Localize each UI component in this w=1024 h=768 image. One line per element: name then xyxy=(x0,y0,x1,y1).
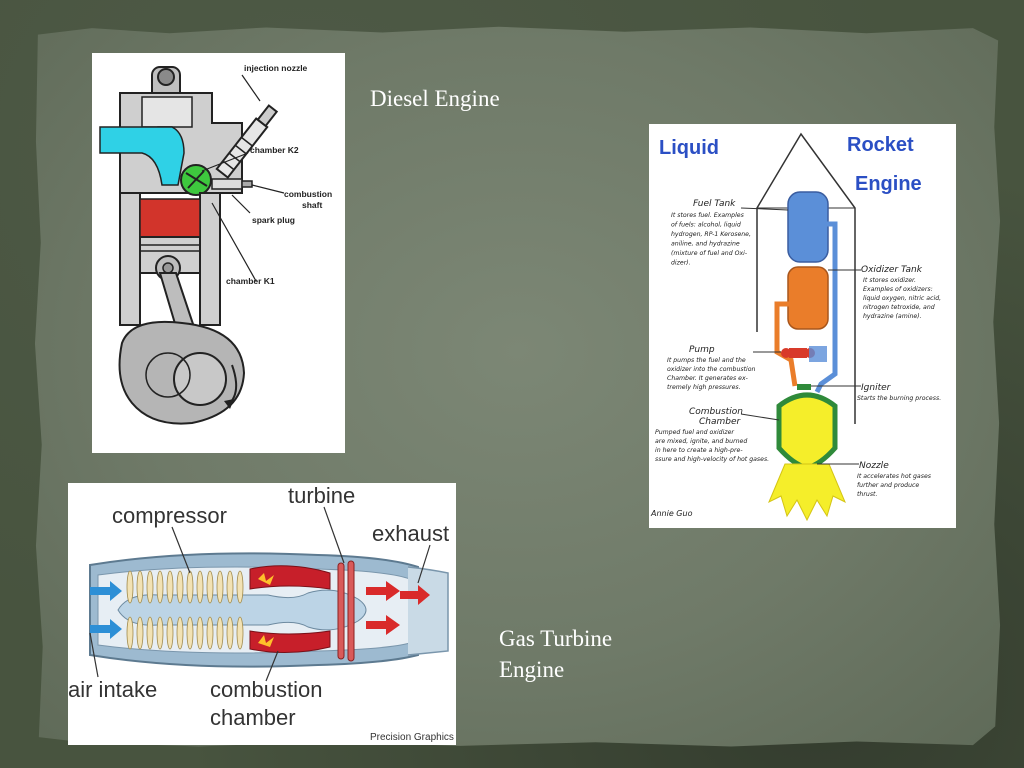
compressor-blade xyxy=(136,570,144,604)
label-injection-nozzle: injection nozzle xyxy=(244,63,308,73)
compressor-blade xyxy=(126,570,134,604)
nozzle-desc-line: thrust. xyxy=(857,490,877,498)
compressor-blade xyxy=(206,570,214,604)
nozzle-desc-line: further and produce xyxy=(857,481,919,489)
label-chamber: chamber xyxy=(210,705,296,730)
fuel-desc-line: aniline, and hydrazine xyxy=(671,241,740,248)
rocket-engine-svg: Liquid Rocket Engine Fuel Tank It stores… xyxy=(650,132,941,522)
rocket-title-engine: Engine xyxy=(855,173,922,195)
label-spark-plug: spark plug xyxy=(252,215,295,225)
compressor-blade xyxy=(136,616,144,650)
rocket-title-liquid: Liquid xyxy=(659,137,719,159)
igniter-description: Starts the burning process. xyxy=(857,394,941,402)
oxidizer-tank-description: It stores oxidizer. Examples of oxidizers… xyxy=(863,276,941,320)
combustion-chamber-label-1: Combustion xyxy=(689,407,743,417)
pump-desc-line: tremely high pressures. xyxy=(667,383,741,391)
label-chamber-k1: chamber K1 xyxy=(226,276,275,286)
fuel-desc-line: dizer). xyxy=(671,260,691,267)
fuel-desc-line: hydrogen, RP-1 Kerosene, xyxy=(671,231,751,238)
combustion-chamber-label-2: Chamber xyxy=(699,417,742,427)
label-combustion: combustion xyxy=(284,189,332,199)
fuel-desc-line: (mixture of fuel and Oxi- xyxy=(671,249,747,257)
diesel-engine-svg: injection nozzle chamber K2 combustion s… xyxy=(99,63,332,425)
fuel-tank-label: Fuel Tank xyxy=(693,199,736,209)
compressor-blade xyxy=(176,616,184,650)
compressor-blade xyxy=(126,616,134,650)
compressor-blade xyxy=(216,570,224,604)
gas-turbine-caption-line1: Gas Turbine xyxy=(499,626,613,651)
precision-graphics-credit: Precision Graphics xyxy=(370,732,454,743)
oxidizer-desc-line: liquid oxygen, nitric acid, xyxy=(863,294,941,302)
combustion-desc-line: in here to create a high-pre- xyxy=(655,446,743,454)
compressor-blade xyxy=(146,616,154,650)
compressor-blade xyxy=(186,570,194,604)
nozzle-label: Nozzle xyxy=(859,461,889,471)
compressor-blade xyxy=(216,616,224,650)
fuel-tank-description: It stores fuel. Examples of fuels: alcoho… xyxy=(671,211,751,267)
nozzle-desc-line: It accelerates hot gases xyxy=(857,472,932,480)
liquid-rocket-engine-diagram: Liquid Rocket Engine Fuel Tank It stores… xyxy=(649,124,956,528)
compressor-blade xyxy=(226,570,234,604)
fuel-desc-line: It stores fuel. Examples xyxy=(671,211,745,219)
compressor-blade xyxy=(156,616,164,650)
rocket-title-rocket: Rocket xyxy=(847,134,914,156)
compressor-blades xyxy=(126,570,244,650)
label-shaft: shaft xyxy=(302,200,322,210)
compressor-blade xyxy=(166,570,174,604)
compressor-blade xyxy=(156,570,164,604)
gas-turbine-caption: Gas Turbine Engine xyxy=(499,623,612,685)
fuel-desc-line: of fuels: alcohol, liquid xyxy=(671,222,741,229)
oxidizer-desc-line: It stores oxidizer. xyxy=(863,276,916,284)
compressor-blade xyxy=(196,616,204,650)
label-chamber-k2: chamber K2 xyxy=(250,145,299,155)
compressor-blade xyxy=(236,616,244,650)
igniter-desc-line: Starts the burning process. xyxy=(857,394,941,402)
oxidizer-desc-line: Examples of oxidizers: xyxy=(863,286,933,293)
label-combustion: combustion xyxy=(210,677,323,702)
pump-label: Pump xyxy=(689,345,715,355)
compressor-blade xyxy=(206,616,214,650)
compressor-blade xyxy=(226,616,234,650)
label-compressor: compressor xyxy=(112,503,227,528)
combustion-desc-line: ssure and high-velocity of hot gases. xyxy=(655,455,769,463)
compressor-blade xyxy=(236,570,244,604)
compressor-blade xyxy=(186,616,194,650)
artist-signature: Annie Guo xyxy=(650,509,693,518)
diesel-engine-diagram: injection nozzle chamber K2 combustion s… xyxy=(92,53,345,453)
label-turbine: turbine xyxy=(288,483,355,508)
pump-desc-line: Chamber. It generates ex- xyxy=(667,374,748,382)
oxidizer-desc-line: nitrogen tetroxide, and xyxy=(863,303,935,311)
compressor-blade xyxy=(146,570,154,604)
pump-desc-line: It pumps the fuel and the xyxy=(667,356,746,364)
oxidizer-desc-line: hydrazine (amine). xyxy=(863,313,922,320)
combustion-desc-line: are mixed, ignite, and burned xyxy=(655,437,747,445)
compressor-blade xyxy=(176,570,184,604)
gas-turbine-diagram: compressor turbine exhaust air intake co… xyxy=(68,483,456,745)
gas-turbine-caption-line2: Engine xyxy=(499,657,565,682)
gas-turbine-svg: compressor turbine exhaust air intake co… xyxy=(68,483,454,743)
label-exhaust: exhaust xyxy=(372,521,449,546)
combustion-desc-line: Pumped fuel and oxidizer xyxy=(655,429,734,436)
diesel-engine-caption: Diesel Engine xyxy=(370,86,500,111)
igniter-label: Igniter xyxy=(861,383,892,393)
label-air-intake: air intake xyxy=(68,677,157,702)
compressor-blade xyxy=(196,570,204,604)
oxidizer-tank-label: Oxidizer Tank xyxy=(861,265,923,275)
pump-desc-line: oxidizer into the combustion xyxy=(667,365,756,373)
compressor-blade xyxy=(166,616,174,650)
